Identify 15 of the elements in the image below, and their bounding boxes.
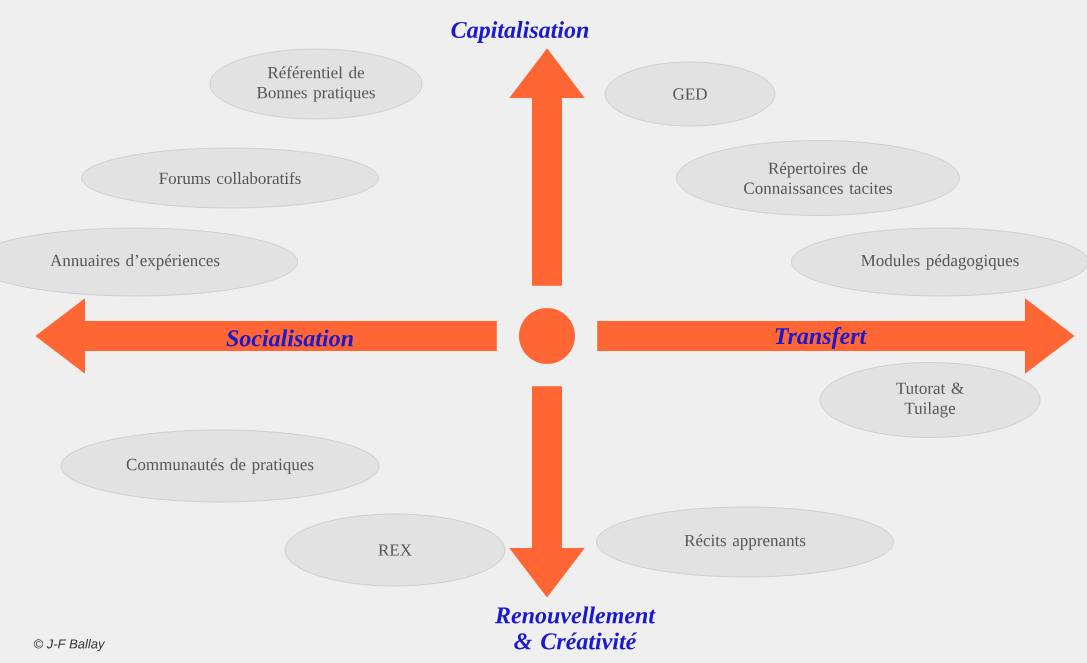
ellipse-node: GED xyxy=(604,61,776,127)
center-circle xyxy=(519,308,575,364)
ellipse-node: Modules pédagogiques xyxy=(791,227,1087,297)
ellipse-node: Récits apprenants xyxy=(596,506,894,578)
ellipse-node: Répertoires de Connaissances tacites xyxy=(676,140,960,216)
ellipse-node: REX xyxy=(284,513,506,587)
ellipse-node: Communautés de pratiques xyxy=(60,429,380,503)
axis-label: Transfert xyxy=(775,327,867,349)
axis-label: Socialisation xyxy=(226,329,353,347)
copyright-note: © J-F Ballay xyxy=(33,638,106,652)
ellipse-node: Forums collaboratifs xyxy=(81,147,379,209)
ellipse-node: Tutorat & Tuilage xyxy=(819,362,1041,438)
ellipse-node: Référentiel de Bonnes pratiques xyxy=(209,48,423,120)
axis-label: Capitalisation xyxy=(451,21,589,43)
axis-label: Renouvellement & Créativité xyxy=(495,606,656,650)
